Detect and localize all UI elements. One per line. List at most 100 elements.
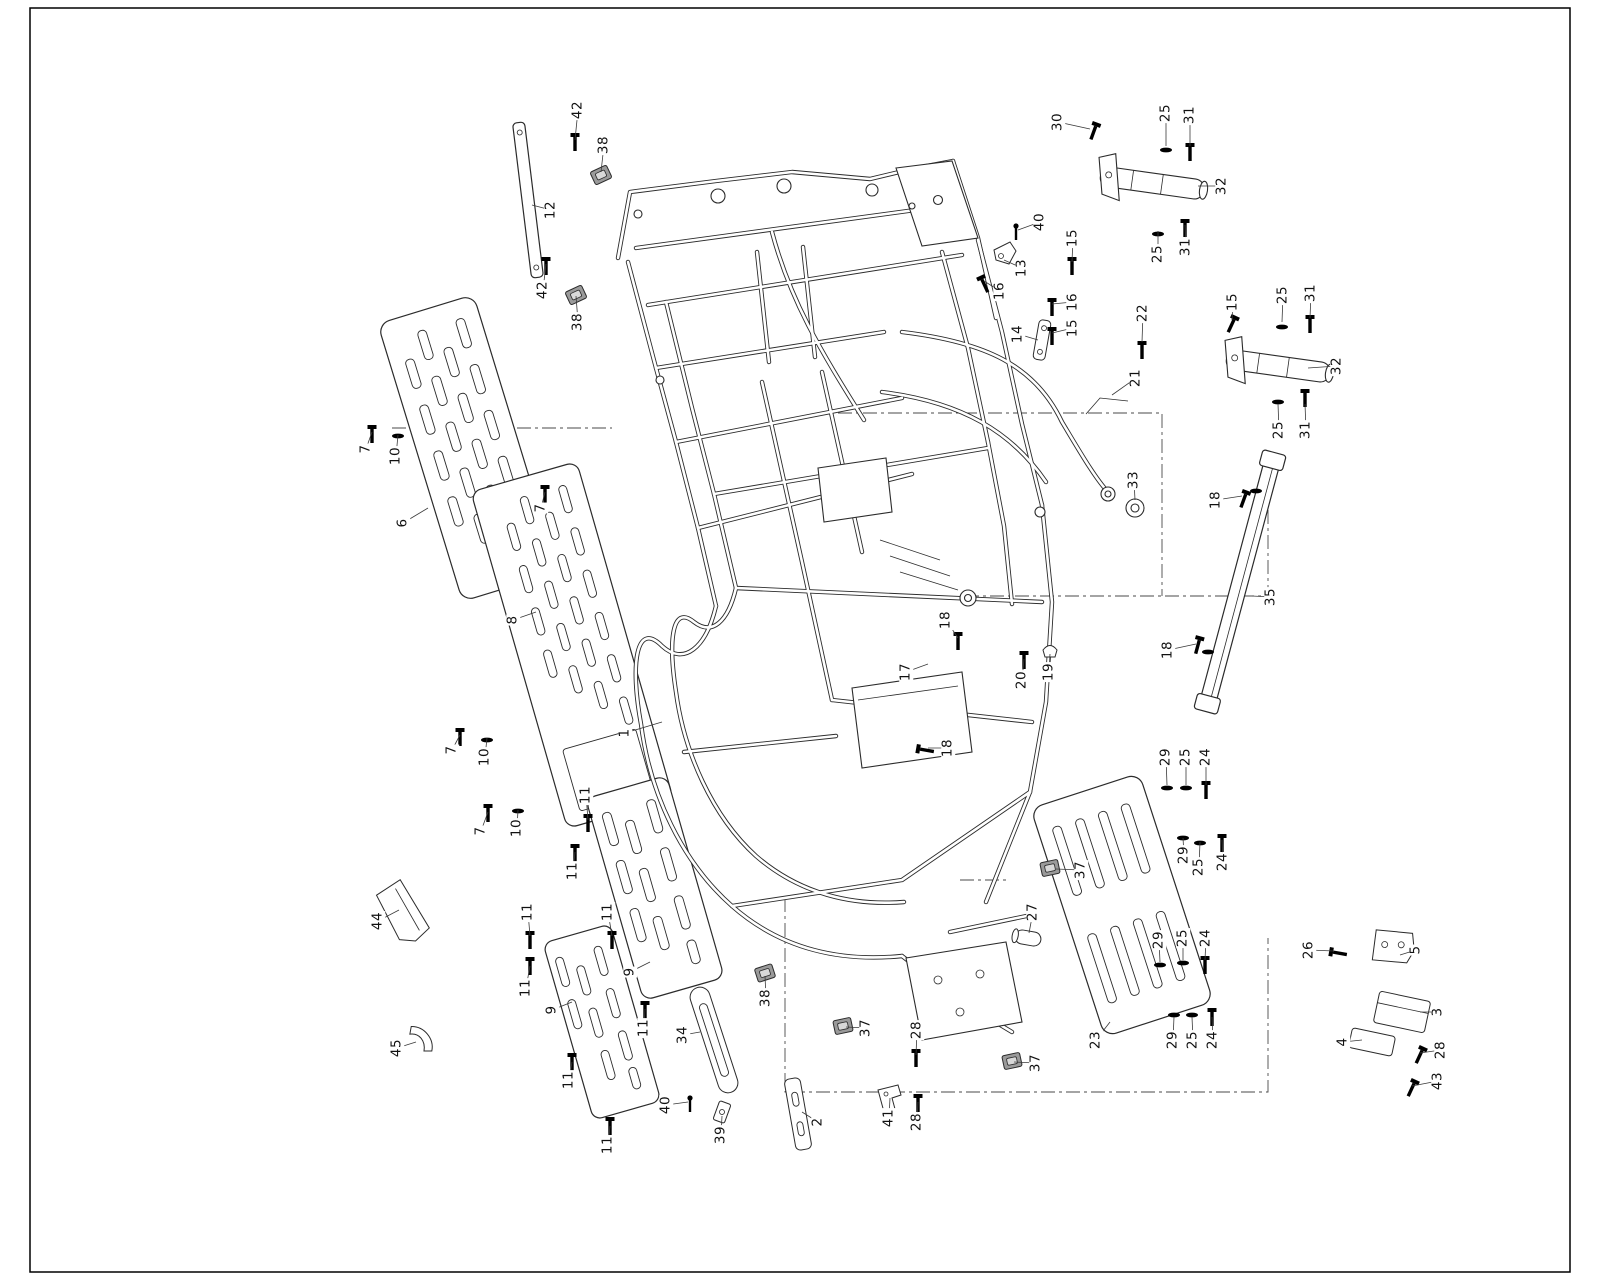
part-callout-31: 31 [1297,419,1314,441]
bar-35 [1193,449,1287,715]
plate-8 [472,463,672,827]
part-callout-7: 7 [472,825,489,837]
part-callout-24: 24 [1214,851,1231,873]
part-callout-11: 11 [517,977,534,999]
part-callout-25: 25 [1174,927,1191,949]
part-callout-4: 4 [1334,1036,1351,1048]
part-callout-39: 39 [712,1124,729,1146]
part-callout-7: 7 [357,443,374,455]
part-callout-33: 33 [1125,469,1142,491]
part-callout-11: 11 [599,901,616,923]
part-callout-38: 38 [757,987,774,1009]
part-callout-25: 25 [1177,746,1194,768]
part-callout-6: 6 [394,517,411,529]
plate-9-upper [587,777,723,999]
part-callout-42: 42 [569,99,586,121]
part-callout-11: 11 [635,1017,652,1039]
plate-23 [1033,775,1211,1035]
part-callout-25: 25 [1149,243,1166,265]
part-callout-15: 15 [1064,317,1081,339]
part-callout-1: 1 [616,727,633,739]
part-callout-3: 3 [1429,1006,1446,1018]
part-callout-25: 25 [1270,419,1287,441]
part-callout-7: 7 [443,744,460,756]
part-callout-10: 10 [508,817,525,839]
part-callout-37: 37 [1072,859,1089,881]
part-callout-20: 20 [1013,669,1030,691]
part-callout-11: 11 [560,1069,577,1091]
part-callout-29: 29 [1150,929,1167,951]
part-callout-13: 13 [1013,257,1030,279]
part-callout-37: 37 [1027,1052,1044,1074]
part-callout-21: 21 [1127,367,1144,389]
part-callout-9: 9 [543,1004,560,1016]
part-callout-25: 25 [1274,284,1291,306]
steering-post-upper [1098,152,1209,202]
part-callout-32: 32 [1213,175,1230,197]
part-callout-14: 14 [1009,323,1026,345]
part-callout-25: 25 [1190,856,1207,878]
part-callout-18: 18 [1207,489,1224,511]
part-callout-10: 10 [387,445,404,467]
part-callout-16: 16 [1064,291,1081,313]
part-callout-11: 11 [564,860,581,882]
part-callout-28: 28 [1432,1039,1449,1061]
part-callout-29: 29 [1175,844,1192,866]
part-callout-22: 22 [1134,302,1151,324]
part-callout-35: 35 [1262,586,1279,608]
part-callout-23: 23 [1087,1029,1104,1051]
part-callout-5: 5 [1407,944,1424,956]
strip-12 [512,121,544,279]
part-callout-38: 38 [595,134,612,156]
part-callout-32: 32 [1328,355,1345,377]
part-callout-24: 24 [1197,746,1214,768]
part-callout-18: 18 [937,609,954,631]
part-callout-40: 40 [1031,211,1048,233]
part-callout-18: 18 [1159,639,1176,661]
part-callout-9: 9 [621,966,638,978]
part-callout-25: 25 [1157,102,1174,124]
page-border [29,7,1571,1273]
part-callout-19: 19 [1040,661,1057,683]
part-callout-41: 41 [880,1107,897,1129]
part-callout-16: 16 [991,280,1008,302]
part-callout-28: 28 [908,1111,925,1133]
part-callout-43: 43 [1429,1070,1446,1092]
part-callout-44: 44 [369,910,386,932]
part-callout-38: 38 [569,311,586,333]
part-callout-2: 2 [809,1116,826,1128]
frame-details [633,160,1116,1041]
part-callout-24: 24 [1197,927,1214,949]
part-callout-34: 34 [674,1024,691,1046]
part-callout-31: 31 [1181,104,1198,126]
part-callout-29: 29 [1157,746,1174,768]
part-callout-7: 7 [532,502,549,514]
part-callout-24: 24 [1204,1029,1221,1051]
part-callout-27: 27 [1024,901,1041,923]
part-callout-40: 40 [657,1094,674,1116]
small-parts [375,241,1431,1151]
part-callout-11: 11 [599,1134,616,1156]
part-callout-31: 31 [1302,282,1319,304]
part-callout-8: 8 [504,614,521,626]
part-callout-11: 11 [519,901,536,923]
part-callout-42: 42 [534,279,551,301]
part-callout-30: 30 [1049,111,1066,133]
part-callout-17: 17 [897,661,914,683]
part-callout-18: 18 [939,737,956,759]
steering-post-lower [1224,335,1335,385]
part-callout-11: 11 [577,784,594,806]
part-callout-28: 28 [908,1019,925,1041]
part-callout-29: 29 [1164,1029,1181,1051]
part-callout-15: 15 [1224,291,1241,313]
part-callout-10: 10 [476,746,493,768]
part-callout-31: 31 [1177,236,1194,258]
part-callout-12: 12 [542,199,559,221]
part-callout-15: 15 [1064,227,1081,249]
part-callout-37: 37 [857,1017,874,1039]
part-callout-26: 26 [1300,939,1317,961]
part-callout-45: 45 [388,1037,405,1059]
part-callout-25: 25 [1184,1029,1201,1051]
